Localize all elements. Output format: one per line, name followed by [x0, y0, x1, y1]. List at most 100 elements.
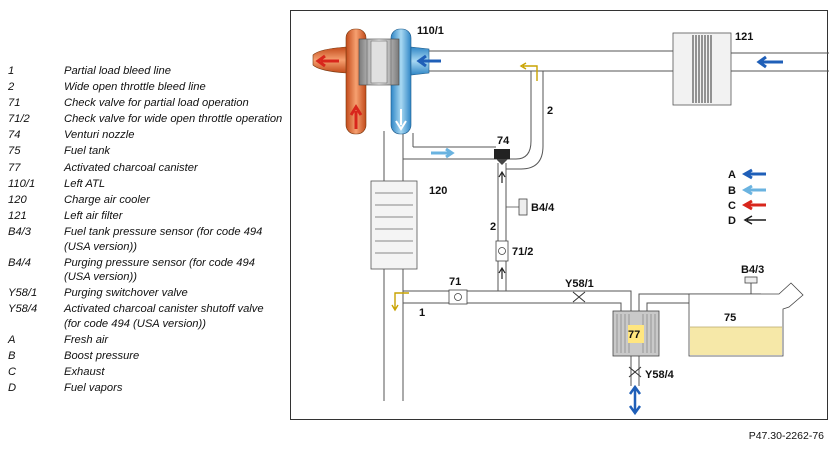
legend-code: Y58/4	[8, 303, 38, 316]
flow-key-arrow-b	[741, 184, 766, 196]
legend-row: 74 Venturi nozzle	[8, 128, 283, 143]
turbocharger-atl	[312, 28, 430, 135]
charcoal-canister	[612, 310, 660, 357]
flow-key-arrow-d	[743, 215, 766, 225]
air-filter	[672, 32, 732, 106]
legend-code: 71	[8, 97, 21, 110]
label-y581: Y58/1	[565, 278, 594, 290]
legend-row: 2 Wide open throttle bleed line	[8, 80, 283, 95]
label-atl: 110/1	[417, 25, 444, 37]
legend-code: B	[8, 350, 16, 363]
legend-row: Y58/4 Activated charcoal canister shutoff…	[8, 302, 283, 331]
label-b43: B4/3	[741, 264, 764, 276]
flow-key-arrow-c	[741, 199, 766, 211]
canister-shutoff-valve	[628, 366, 642, 378]
legend-code: 75	[8, 145, 21, 158]
label-b44: B4/4	[531, 202, 555, 214]
bleed-vapor-arrow-top	[519, 62, 538, 81]
legend-text: Activated charcoal canister shutoff valv…	[64, 303, 264, 330]
flow-key	[741, 168, 766, 225]
label-cv71: 71	[449, 276, 461, 288]
legend-text: Check valve for partial load operation	[64, 97, 249, 110]
exhaust-in-arrow	[349, 104, 363, 129]
label-venturi: 74	[497, 135, 510, 147]
legend-text: Check valve for wide open throttle opera…	[64, 113, 283, 126]
legend-text: Fuel tank	[64, 145, 111, 158]
legend-row: 75 Fuel tank	[8, 144, 283, 159]
label-cooler: 120	[429, 185, 447, 197]
label-y584: Y58/4	[645, 369, 675, 381]
legend-text: Purging pressure sensor (for code 494 (U…	[64, 256, 255, 284]
legend-code: 71/2	[8, 113, 30, 126]
legend-code: 74	[8, 129, 21, 142]
label-cv712: 71/2	[512, 246, 533, 258]
filter-inflow-arrow	[756, 55, 783, 69]
legend-text: Fuel vapors	[64, 382, 123, 395]
legend-list: 1 Partial load bleed line 2 Wide open throt…	[8, 64, 283, 397]
check-valve-wot	[495, 240, 509, 262]
legend-text: Venturi nozzle	[64, 129, 135, 142]
legend-row: B Boost pressure	[8, 349, 283, 364]
legend-text: Fresh air	[64, 334, 109, 347]
flow-key-letter-c: C	[728, 200, 736, 212]
legend-row: 110/1 Left ATL	[8, 177, 283, 192]
fuel-tank	[688, 282, 804, 357]
label-line-2-mid: 2	[490, 221, 496, 233]
legend-text: Activated charcoal canister	[64, 161, 198, 174]
system-diagram: 110/1 121 2 74 120 B4/4 2 71/2 71 Y58/1 …	[290, 10, 829, 420]
label-filter: 121	[735, 31, 753, 43]
vapor-arrow-1	[498, 170, 506, 183]
legend-text: Wide open throttle bleed line	[64, 81, 206, 94]
legend-row: 77 Activated charcoal canister	[8, 161, 283, 176]
legend-text: Purging switchover valve	[64, 287, 188, 300]
vapor-arrow-3	[391, 292, 409, 312]
legend-code: 1	[8, 65, 15, 77]
boost-out-arrow	[395, 109, 407, 131]
legend-code: D	[8, 382, 17, 395]
purging-pressure-sensor	[506, 198, 528, 216]
label-canister: 77	[628, 329, 640, 341]
flow-key-letter-d: D	[728, 215, 736, 227]
label-tank: 75	[724, 312, 736, 324]
check-valve-partial	[448, 289, 468, 305]
label-line-2-top: 2	[547, 105, 553, 117]
legend-code: A	[8, 334, 16, 347]
legend-row: A Fresh air	[8, 333, 283, 348]
purging-switchover-valve	[572, 291, 586, 303]
legend-row: 1 Partial load bleed line	[8, 64, 283, 79]
legend-text: Fuel tank pressure sensor (for code 494 …	[64, 225, 263, 253]
pipes	[383, 50, 829, 401]
legend-code: B4/4	[8, 256, 32, 269]
legend-text: Partial load bleed line	[64, 65, 171, 77]
legend-row: B4/4 Purging pressure sensor (for code 49…	[8, 256, 283, 285]
legend-text: Left air filter	[64, 209, 123, 222]
legend-row: B4/3 Fuel tank pressure sensor (for code …	[8, 225, 283, 254]
legend-text: Exhaust	[64, 366, 105, 379]
legend-row: 71 Check valve for partial load operation	[8, 96, 283, 111]
legend-text: Boost pressure	[64, 350, 140, 363]
legend-code: C	[8, 366, 17, 379]
charge-air-cooler	[370, 180, 418, 270]
legend-text: Charge air cooler	[64, 193, 150, 206]
legend-row: 120 Charge air cooler	[8, 193, 283, 208]
legend-row: C Exhaust	[8, 365, 283, 380]
legend-code: 77	[8, 161, 21, 174]
boost-arrow-line	[431, 147, 455, 159]
flow-key-arrow-a	[741, 168, 766, 180]
legend-code: 110/1	[8, 177, 36, 190]
vapor-arrow-2	[498, 266, 506, 279]
flow-key-letter-b: B	[728, 185, 736, 197]
legend-row: D Fuel vapors	[8, 381, 283, 396]
vent-arrow	[628, 384, 642, 416]
venturi-nozzle	[494, 149, 510, 165]
legend-text: Left ATL	[64, 177, 106, 190]
tank-pressure-sensor	[744, 276, 758, 284]
label-line-1: 1	[419, 307, 425, 319]
flow-key-letter-a: A	[728, 169, 736, 181]
legend-code: B4/3	[8, 225, 32, 238]
legend-row: 71/2 Check valve for wide open throttle o…	[8, 112, 283, 127]
legend-code: 120	[8, 193, 27, 206]
legend-code: 2	[8, 81, 15, 94]
